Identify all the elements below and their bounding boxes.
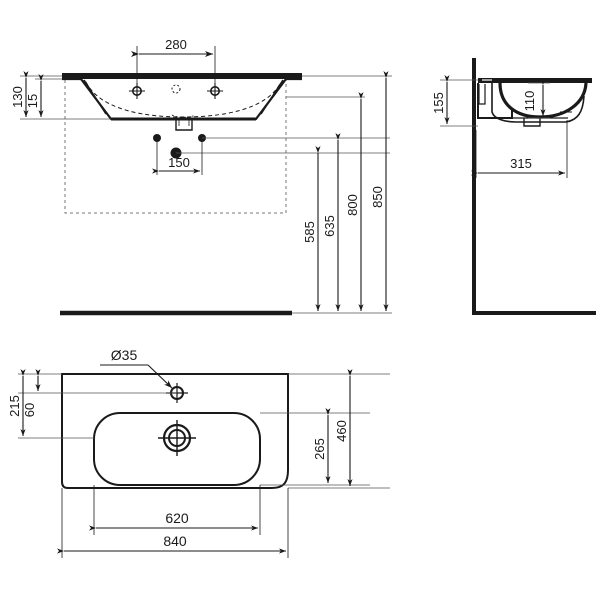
dimension-155: 155 <box>431 75 478 127</box>
dimension-110: 110 <box>522 78 550 119</box>
dimension-60-label: 60 <box>22 403 37 417</box>
plan-view: Ø35 215 60 265 460 620 <box>7 347 390 558</box>
dimension-130-label: 130 <box>10 86 25 108</box>
dimension-460-label: 460 <box>334 420 349 442</box>
basin-front-profile <box>62 73 302 131</box>
dimension-265-label: 265 <box>312 438 327 460</box>
dimension-800-label: 800 <box>345 194 360 216</box>
dimension-215-label: 215 <box>7 395 22 417</box>
dimension-d35-label: Ø35 <box>111 347 138 363</box>
dimension-840-label: 840 <box>163 533 187 549</box>
waste-outlet-plan <box>158 420 196 456</box>
dimension-620-label: 620 <box>165 510 189 526</box>
bowl-plan-outline <box>93 412 261 486</box>
dimension-585-label: 585 <box>302 221 317 243</box>
dimension-265-460: 265 460 <box>260 369 390 489</box>
connection-dot-left <box>153 134 161 142</box>
basin-plan-outline <box>61 373 289 489</box>
dimension-110-label: 110 <box>522 91 537 112</box>
dimension-215-60: 215 60 <box>7 369 177 439</box>
dimension-280: 280 <box>131 37 216 88</box>
dimension-155-label: 155 <box>431 92 446 114</box>
dimension-635-label: 635 <box>322 215 337 237</box>
furniture-outline-dashed <box>64 80 287 214</box>
dimension-315-label: 315 <box>510 156 532 171</box>
side-elevation-view: 155 110 315 <box>431 58 596 315</box>
tap-hole-marks <box>129 83 223 99</box>
dimension-840: 840 <box>57 488 289 558</box>
basin-side-profile <box>477 78 592 127</box>
dimension-150-label: 150 <box>168 155 190 170</box>
dimension-15-label: 15 <box>25 94 40 108</box>
height-dimension-chain: 585 635 800 850 <box>286 71 392 311</box>
connection-points-and-150: 150 <box>152 134 390 175</box>
diameter-leader: Ø35 <box>100 347 173 389</box>
dimension-130-15: 130 15 <box>10 71 111 120</box>
dimension-280-label: 280 <box>165 37 187 52</box>
dimension-315: 315 <box>471 120 568 178</box>
front-elevation-view: 280 130 15 150 <box>10 37 392 316</box>
dimension-850-label: 850 <box>370 186 385 208</box>
dimension-620: 620 <box>89 485 261 535</box>
